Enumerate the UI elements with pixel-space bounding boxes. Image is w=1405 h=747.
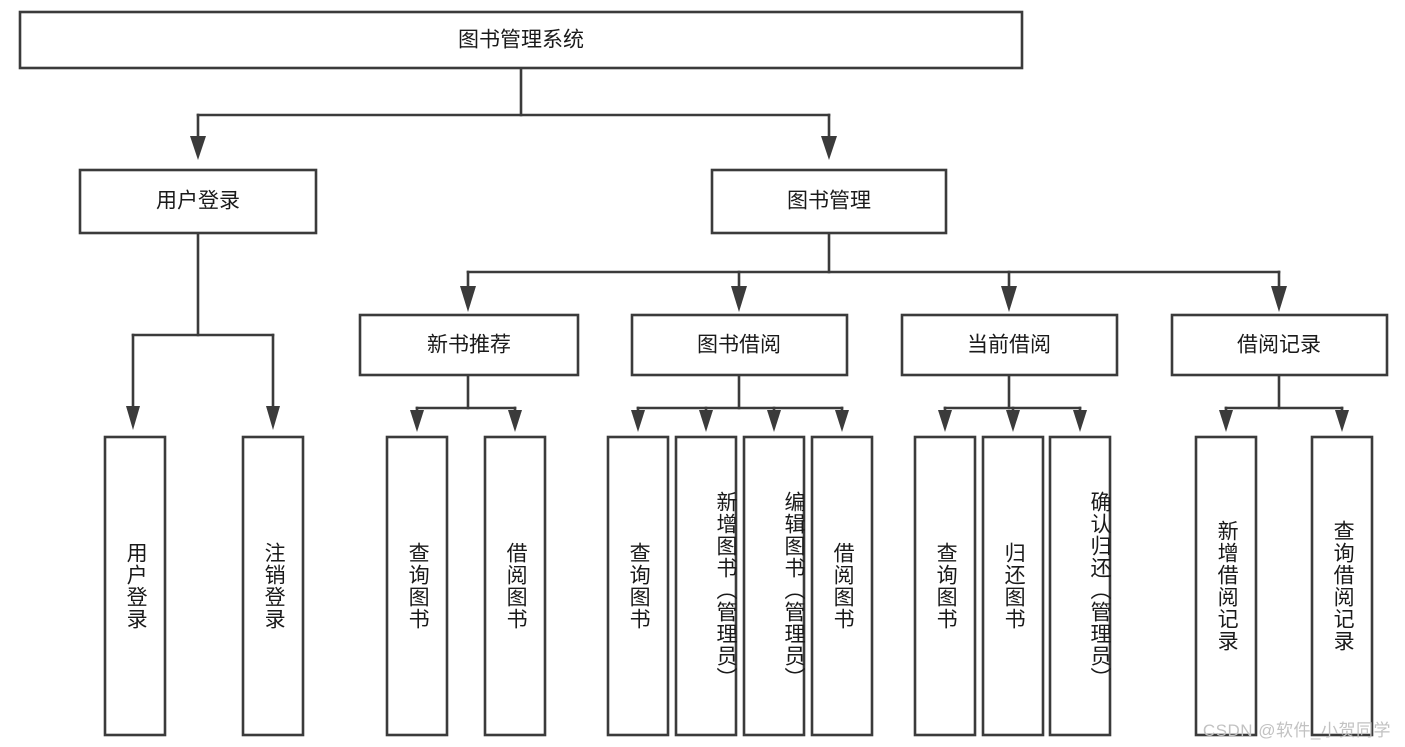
leaf-box-borrow-book-nbr[interactable] <box>483 435 547 737</box>
arrow-head-leaf-user-login <box>126 406 140 430</box>
node-borrow-record-box[interactable] <box>1170 313 1389 377</box>
arrow-head-bb-leaf4 <box>835 410 849 432</box>
node-current-borrow[interactable]: 当前借阅 <box>900 313 1119 377</box>
arrow-head-cb-leaf2 <box>1006 410 1020 432</box>
arrow-head-cb-leaf3 <box>1073 410 1087 432</box>
node-book-management-box[interactable] <box>710 168 948 235</box>
arrow-head-current-borrow <box>1001 286 1017 312</box>
arrow-head-bb-leaf2 <box>699 410 713 432</box>
connector-group-new-book-rec <box>410 373 522 432</box>
arrow-head-nbr-leaf2 <box>508 410 522 432</box>
connector-group-user-login <box>126 231 280 430</box>
node-root-box[interactable] <box>18 10 1024 70</box>
arrow-head-borrow-record <box>1271 286 1287 312</box>
leaf-box-confirm-return-admin[interactable] <box>1048 435 1112 737</box>
node-borrow-record-label: 借阅记录 <box>1237 334 1321 357</box>
node-new-book-recommend-box[interactable] <box>358 313 580 377</box>
connector-group-root <box>190 66 837 160</box>
csdn-watermark: CSDN @软件_小贺同学 <box>1202 721 1391 740</box>
leaf-box-query-borrow-record[interactable] <box>1310 435 1374 737</box>
connector-group-borrow-record <box>1219 373 1349 432</box>
node-current-borrow-box[interactable] <box>900 313 1119 377</box>
node-book-borrow-label: 图书借阅 <box>697 334 781 357</box>
node-book-borrow-box[interactable] <box>630 313 849 377</box>
leaf-box-edit-book-admin[interactable] <box>742 435 806 737</box>
arrow-head-leaf-logout <box>266 406 280 430</box>
node-user-login-label: 用户登录 <box>156 190 240 213</box>
arrow-head-new-book-rec <box>460 286 476 312</box>
arrow-head-book-borrow <box>731 286 747 312</box>
arrow-head-book-mgmt <box>821 136 837 160</box>
leaf-box-user-login[interactable] <box>103 435 167 737</box>
arrow-head-bb-leaf3 <box>767 410 781 432</box>
arrow-head-br-leaf2 <box>1335 410 1349 432</box>
node-borrow-record[interactable]: 借阅记录 <box>1170 313 1389 377</box>
arrow-head-user-login <box>190 136 206 160</box>
leaf-box-add-book-admin[interactable] <box>674 435 738 737</box>
node-current-borrow-label: 当前借阅 <box>967 334 1051 357</box>
node-book-management[interactable]: 图书管理 <box>710 168 948 235</box>
arrow-head-cb-leaf1 <box>938 410 952 432</box>
leaf-box-query-book-nbr[interactable] <box>385 435 449 737</box>
connector-group-current-borrow <box>938 373 1087 432</box>
node-new-book-recommend-label: 新书推荐 <box>427 334 511 357</box>
leaf-box-borrow-book-bb[interactable] <box>810 435 874 737</box>
node-user-login-box[interactable] <box>78 168 318 235</box>
leaf-box-query-book-bb[interactable] <box>606 435 670 737</box>
node-book-borrow[interactable]: 图书借阅 <box>630 313 849 377</box>
node-root[interactable]: 图书管理系统 <box>18 10 1024 70</box>
node-root-label: 图书管理系统 <box>458 29 584 52</box>
connector-group-book-mgmt <box>460 231 1287 312</box>
leaf-box-logout[interactable] <box>241 435 305 737</box>
connector-group-book-borrow <box>631 373 849 432</box>
node-user-login[interactable]: 用户登录 <box>78 168 318 235</box>
leaf-box-query-book-cb[interactable] <box>913 435 977 737</box>
node-new-book-recommend[interactable]: 新书推荐 <box>358 313 580 377</box>
arrow-head-br-leaf1 <box>1219 410 1233 432</box>
node-book-management-label: 图书管理 <box>787 190 871 213</box>
leaf-box-return-book[interactable] <box>981 435 1045 737</box>
arrow-head-bb-leaf1 <box>631 410 645 432</box>
arrow-head-nbr-leaf1 <box>410 410 424 432</box>
leaf-box-add-borrow-record[interactable] <box>1194 435 1258 737</box>
